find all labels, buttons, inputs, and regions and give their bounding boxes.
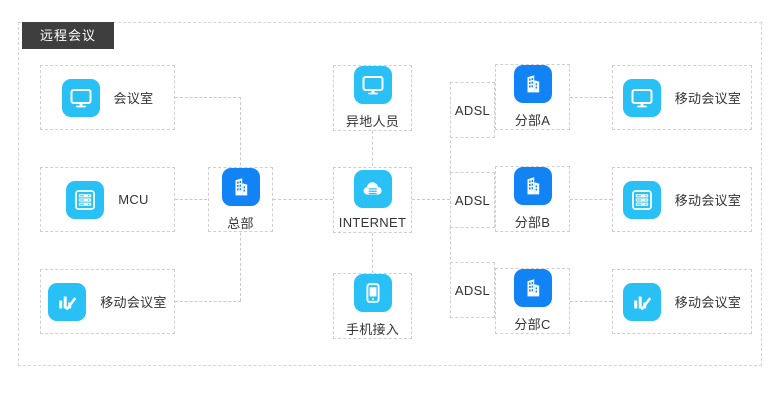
phone-icon xyxy=(353,274,392,312)
building-icon xyxy=(513,269,552,307)
link-hq-to-internet xyxy=(273,199,333,200)
cloud-icon xyxy=(353,170,392,208)
node-label: 手机接入 xyxy=(345,322,400,337)
link-internet-to-mobileaccess xyxy=(372,233,373,273)
node-label: INTERNET xyxy=(338,215,407,230)
node-label: 异地人员 xyxy=(345,114,400,129)
node-mobile-access[interactable]: 手机接入 xyxy=(333,273,412,339)
node-remote-staff[interactable]: 异地人员 xyxy=(333,65,412,131)
node-mcu[interactable]: MCU xyxy=(40,167,175,232)
node-meeting-room[interactable]: 会议室 xyxy=(40,65,175,130)
node-label: MCU xyxy=(118,192,149,207)
link-brancha-to-room xyxy=(570,97,612,98)
building-icon xyxy=(513,167,552,205)
monitor-icon xyxy=(353,66,392,104)
waveform-icon xyxy=(48,282,87,321)
node-label: 移动会议室 xyxy=(100,295,167,310)
node-label: 分部B xyxy=(514,215,551,230)
adsl-label: ADSL xyxy=(454,102,491,118)
node-branch-b[interactable]: 分部B xyxy=(495,166,570,232)
link-label-adsl-c: ADSL xyxy=(450,262,495,318)
node-headquarters[interactable]: 总部 xyxy=(208,167,273,232)
link-internet-to-adsl-bus xyxy=(412,199,450,200)
node-mobile-room-b[interactable]: 移动会议室 xyxy=(612,167,752,232)
node-internet[interactable]: INTERNET xyxy=(333,167,412,233)
node-label: 分部C xyxy=(514,317,551,332)
link-meetingroom-to-bus xyxy=(175,97,241,98)
node-label: 会议室 xyxy=(113,91,154,106)
node-label: 移动会议室 xyxy=(674,193,742,208)
node-label: 总部 xyxy=(227,215,254,231)
diagram-frame xyxy=(18,22,762,366)
diagram-title: 远程会议 xyxy=(22,22,115,49)
node-mobile-room-c[interactable]: 移动会议室 xyxy=(612,269,752,334)
link-label-adsl-b: ADSL xyxy=(450,172,495,228)
node-mobile-room-left[interactable]: 移动会议室 xyxy=(40,269,175,334)
link-mobileroom-to-bus xyxy=(175,301,241,302)
server-icon xyxy=(622,180,661,219)
monitor-icon xyxy=(622,78,661,117)
node-label: 移动会议室 xyxy=(674,91,742,106)
adsl-label: ADSL xyxy=(454,192,491,208)
node-mobile-room-a[interactable]: 移动会议室 xyxy=(612,65,752,130)
waveform-icon xyxy=(622,282,661,321)
monitor-icon xyxy=(61,78,100,117)
link-branchc-to-room xyxy=(570,301,612,302)
building-icon xyxy=(513,65,552,103)
node-label: 移动会议室 xyxy=(674,295,742,310)
node-branch-a[interactable]: 分部A xyxy=(495,64,570,130)
server-icon xyxy=(66,180,105,219)
building-icon xyxy=(221,167,260,206)
link-label-adsl-a: ADSL xyxy=(450,82,495,138)
node-branch-c[interactable]: 分部C xyxy=(495,268,570,334)
adsl-label: ADSL xyxy=(454,282,491,298)
link-remotestaff-to-internet xyxy=(372,131,373,166)
link-branchb-to-room xyxy=(570,199,612,200)
node-label: 分部A xyxy=(514,113,551,128)
